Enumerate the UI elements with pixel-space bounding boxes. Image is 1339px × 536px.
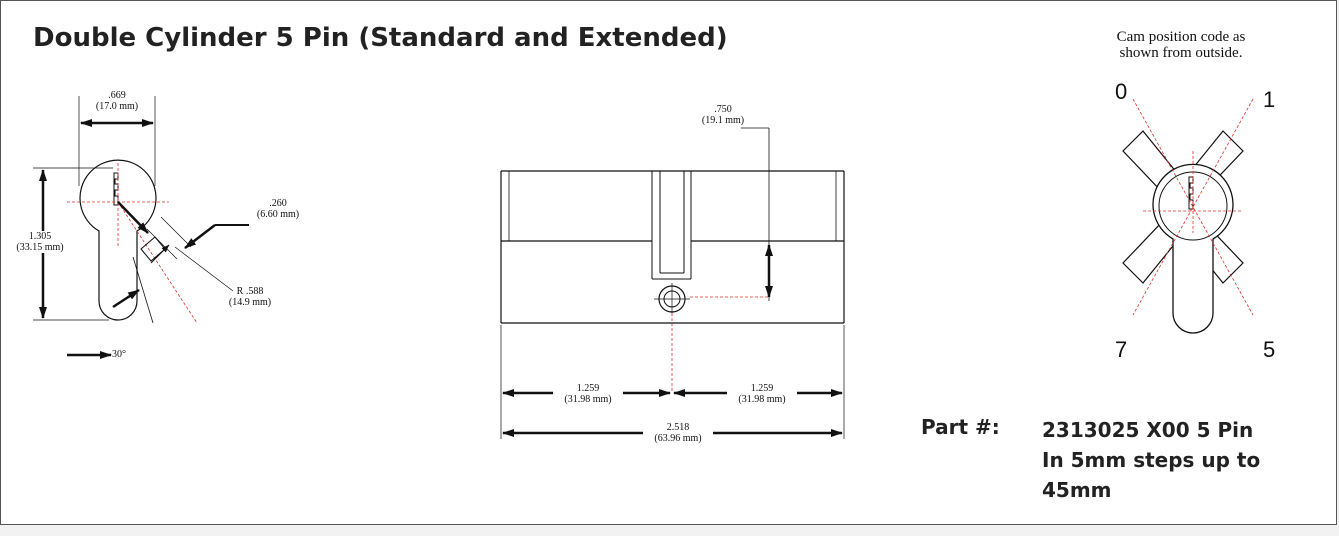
right-half-dimension-label: 1.259(31.98 mm): [727, 383, 797, 405]
radius-dimension-label: R .588(14.9 mm): [228, 286, 272, 308]
cam-position-0: 0: [1115, 79, 1128, 104]
side-view: [33, 96, 249, 359]
cam-position-caption: Cam position code as shown from outside.: [1116, 29, 1246, 61]
total-length-dimension-label: 2.518(63.96 mm): [643, 422, 713, 444]
left-half-dimension-label: 1.259(31.98 mm): [553, 383, 623, 405]
cylinder-profile-outline: [79, 159, 157, 321]
cam-view: [1122, 98, 1254, 334]
page-title: Double Cylinder 5 Pin (Standard and Exte…: [33, 23, 728, 53]
cam-position-1: 1: [1263, 87, 1276, 112]
part-number-line: 45mm: [1042, 478, 1112, 502]
part-number-label: Part #:: [921, 415, 1000, 439]
radius-arrow: [117, 201, 149, 234]
keyway-slot: [113, 172, 119, 206]
part-number-value: 2313025 X00 5 Pin In 5mm steps up to 45m…: [1042, 415, 1260, 505]
radius-centerline: [117, 201, 198, 324]
cam-pin: [140, 236, 166, 262]
pin-dimension-label: .260(6.60 mm): [256, 198, 300, 220]
part-number-line: 2313025 X00 5 Pin: [1042, 418, 1254, 442]
height-dimension-label: 1.305(33.15 mm): [5, 231, 75, 253]
width-dimension-label: .669(17.0 mm): [95, 90, 139, 112]
offset-dimension-label: .750(19.1 mm): [701, 104, 745, 126]
cam-position-7: 7: [1115, 337, 1128, 362]
drawing-frame: Double Cylinder 5 Pin (Standard and Exte…: [0, 0, 1337, 525]
part-number-line: In 5mm steps up to: [1042, 448, 1261, 472]
cam-cylinder-profile: [1152, 163, 1234, 334]
angle-dimension-label: 30°: [112, 349, 126, 360]
cam-position-5: 5: [1263, 337, 1276, 362]
angle-arrow: [112, 288, 140, 309]
